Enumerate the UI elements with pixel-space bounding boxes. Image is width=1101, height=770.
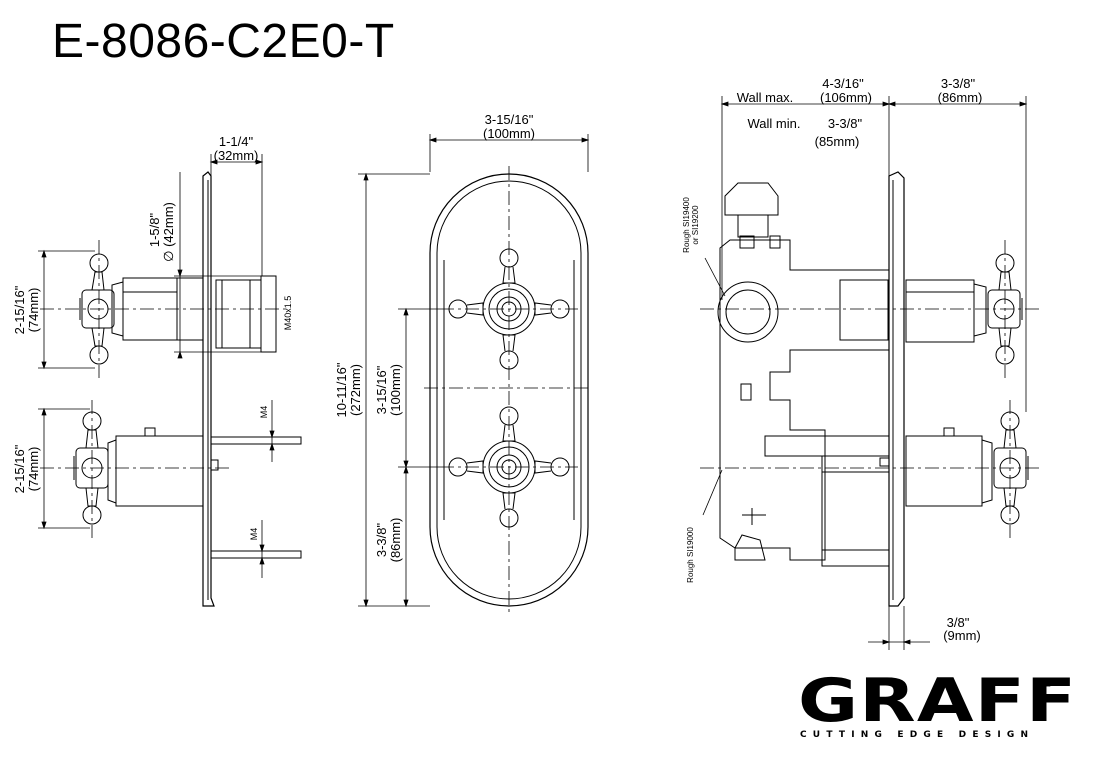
wall-min-mm: (85mm) xyxy=(815,134,860,149)
handle-bottom-mm: (74mm) xyxy=(26,447,41,492)
front-height-inch: 10-11/16" xyxy=(334,362,349,417)
front-spacing-mm: (100mm) xyxy=(388,364,403,416)
registered-mark: ® xyxy=(1044,678,1053,690)
front-view: 3-15/16" (100mm) 10-11/16" (272mm) 3-15/… xyxy=(334,112,592,614)
front-spacing-inch: 3-15/16" xyxy=(374,365,389,414)
wall-min-label: Wall min. xyxy=(748,116,801,131)
trim-depth-mm: (86mm) xyxy=(938,90,983,105)
rough-top-label-1: Rough SI19400 xyxy=(682,197,691,253)
side-depth-mm: (32mm) xyxy=(214,148,259,163)
wall-max-label: Wall max. xyxy=(737,90,794,105)
front-handle-top xyxy=(448,248,570,370)
screw-bottom-label: M4 xyxy=(249,528,259,541)
handle-top-inch: 2-15/16" xyxy=(12,285,27,334)
brand-logo: GRAFF ® CUTTING EDGE DESIGN xyxy=(790,666,1076,752)
wall-min-inch: 3-3/8" xyxy=(828,116,863,131)
plate-mm: (9mm) xyxy=(943,628,981,643)
stem-diameter-inch: 1-5/8" xyxy=(147,212,162,247)
handle-bottom-inch: 2-15/16" xyxy=(12,444,27,493)
side-depth-inch: 1-1/4" xyxy=(219,134,254,149)
stem-diameter-mm: ∅ (42mm) xyxy=(161,202,176,262)
front-width-mm: (100mm) xyxy=(483,126,535,141)
front-bottom-mm: (86mm) xyxy=(388,518,403,563)
rough-bottom-label: Rough SI19000 xyxy=(686,527,695,583)
thread-label: M40x1.5 xyxy=(283,296,293,331)
front-handle-bottom xyxy=(448,406,570,528)
model-number-title: E-8086-C2E0-T xyxy=(52,15,395,68)
plate-inch: 3/8" xyxy=(947,615,970,630)
trim-depth-inch: 3-3/8" xyxy=(941,76,976,91)
rough-top-label-2: or SI19200 xyxy=(691,205,700,245)
section-view: 4-3/16" Wall max. (106mm) Wall min. 3-3/… xyxy=(682,76,1040,650)
wall-max-mm: (106mm) xyxy=(820,90,872,105)
wall-max-inch: 4-3/16" xyxy=(822,76,864,91)
screw-top-label: M4 xyxy=(259,406,269,419)
brand-tagline: CUTTING EDGE DESIGN xyxy=(800,730,1035,740)
side-cartridge-top xyxy=(215,275,277,353)
valve-body xyxy=(717,182,890,567)
brand-name: GRAFF xyxy=(798,666,1078,736)
front-bottom-inch: 3-3/8" xyxy=(374,522,389,557)
front-width-inch: 3-15/16" xyxy=(485,112,534,127)
front-height-mm: (272mm) xyxy=(348,364,363,416)
side-view: M40x1.5 xyxy=(12,134,302,607)
handle-top-mm: (74mm) xyxy=(26,288,41,333)
